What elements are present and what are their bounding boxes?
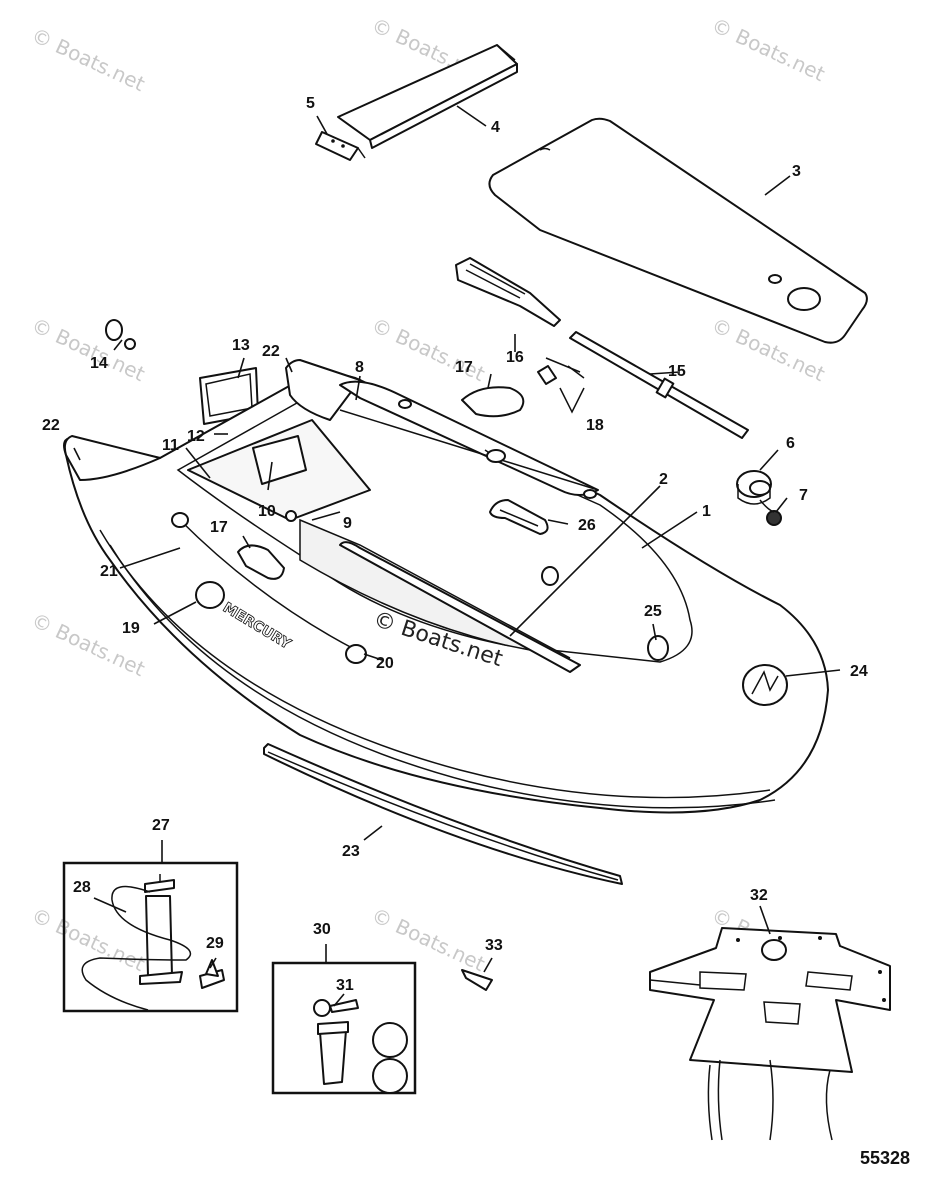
callout-6: 6 xyxy=(786,435,795,452)
callout-10: 10 xyxy=(258,503,276,520)
part-18-oarlock-pins[interactable] xyxy=(537,357,585,414)
callout-2: 2 xyxy=(659,471,668,488)
callout-30: 30 xyxy=(313,921,331,938)
callout-8: 8 xyxy=(355,359,364,376)
diagram-number: 55328 xyxy=(860,1148,910,1168)
part-32-floor[interactable] xyxy=(649,927,891,1141)
callout-28: 28 xyxy=(73,879,91,896)
part-14-clips[interactable] xyxy=(105,319,136,350)
callout-23: 23 xyxy=(342,843,360,860)
callout-19: 19 xyxy=(122,620,140,637)
callout-22b: 22 xyxy=(262,343,280,360)
part-16-oar[interactable] xyxy=(455,257,561,327)
callout-5: 5 xyxy=(306,95,315,112)
callout-24: 24 xyxy=(850,663,868,680)
callout-22a: 22 xyxy=(42,417,60,434)
callout-13: 13 xyxy=(232,337,250,354)
callout-12: 12 xyxy=(187,428,205,445)
watermark: © Boats.net xyxy=(28,608,149,681)
part-7-valve-cap[interactable] xyxy=(759,499,782,526)
watermark: © Boats.net xyxy=(28,903,149,976)
part-4-seat-board[interactable] xyxy=(337,44,518,149)
part-23-keel-strip[interactable] xyxy=(263,743,623,885)
callout-26: 26 xyxy=(578,517,596,534)
callout-31: 31 xyxy=(336,977,354,994)
part-15-oar-shaft[interactable] xyxy=(569,331,749,439)
part-6-valve[interactable] xyxy=(736,470,772,505)
callout-21: 21 xyxy=(100,563,118,580)
callout-15: 15 xyxy=(668,363,686,380)
callout-4: 4 xyxy=(491,119,500,136)
repair-kit[interactable] xyxy=(271,961,417,1095)
callouts: 1 2 3 4 5 6 7 8 9 10 11 12 13 14 15 16 1… xyxy=(42,95,868,994)
callout-17b: 17 xyxy=(210,519,228,536)
callout-11: 11 xyxy=(162,437,179,454)
watermark: © Boats.net xyxy=(368,903,489,976)
callout-16: 16 xyxy=(506,349,524,366)
callout-17a: 17 xyxy=(455,359,473,376)
callout-18: 18 xyxy=(586,417,604,434)
callout-27: 27 xyxy=(152,817,170,834)
watermark: © Boats.net xyxy=(708,13,829,86)
callout-3: 3 xyxy=(792,163,801,180)
callout-9: 9 xyxy=(343,515,352,532)
callout-25: 25 xyxy=(644,603,662,620)
callout-29: 29 xyxy=(206,935,224,952)
part-3-floor-board[interactable] xyxy=(488,117,868,344)
callout-14: 14 xyxy=(90,355,108,372)
watermark: © Boats.net xyxy=(28,23,149,96)
callout-20: 20 xyxy=(376,655,394,672)
callout-33: 33 xyxy=(485,937,503,954)
callout-32: 32 xyxy=(750,887,768,904)
pump-kit[interactable] xyxy=(62,861,239,1013)
part-1-hull[interactable]: MERCURY xyxy=(63,359,829,814)
callout-7: 7 xyxy=(799,487,808,504)
leader-lines xyxy=(73,105,841,1007)
callout-1: 1 xyxy=(702,503,711,520)
part-33-tube[interactable] xyxy=(461,969,493,991)
part-5-bracket[interactable] xyxy=(315,131,366,161)
